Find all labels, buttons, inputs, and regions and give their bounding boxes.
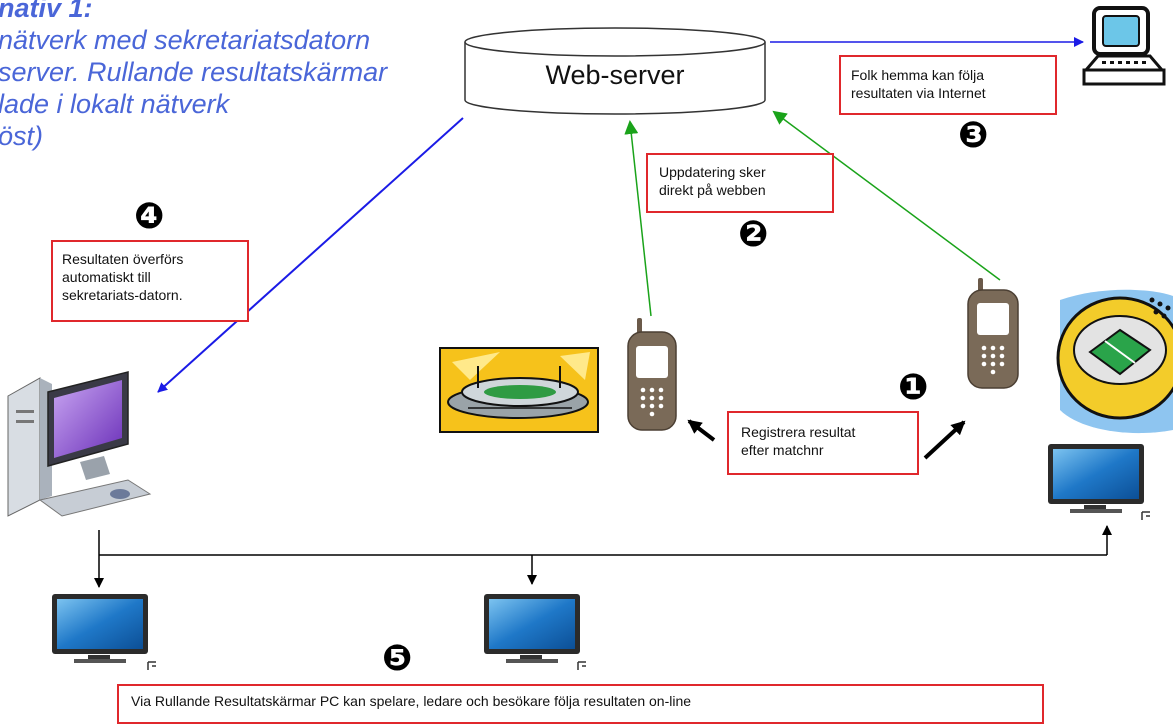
stadium-icon-right: [1056, 289, 1173, 434]
monitor-icon-right: [1048, 444, 1150, 520]
step-2-badge: ❷: [738, 213, 769, 254]
step-3-badge: ❸: [958, 114, 989, 155]
note-register-result: Registrera resultat efter matchnr: [727, 411, 919, 475]
monitor-icon-left: [52, 594, 156, 670]
note-web-update: Uppdatering sker direkt på webben: [646, 153, 834, 213]
step-4-badge: ❹: [134, 195, 165, 236]
heading-line: lade i lokalt nätverk: [0, 89, 230, 119]
note-line: Uppdatering sker: [659, 164, 766, 180]
heading-line: server. Rullande resultatskärmar: [0, 57, 388, 87]
heading-line: nativ 1:: [0, 0, 93, 23]
local-network-bus: [94, 525, 1112, 588]
register-to-right-phone-arrow: [923, 420, 966, 460]
note-line: Folk hemma kan följa: [851, 67, 985, 83]
note-line: Via Rullande Resultatskärmar PC kan spel…: [131, 693, 692, 709]
note-result-screens: Via Rullande Resultatskärmar PC kan spel…: [117, 684, 1044, 724]
stadium-icon-left: [439, 347, 599, 433]
alternative-heading: nativ 1: nätverk med sekretariatsdatorn …: [0, 0, 387, 152]
web-server-label: Web-server: [545, 60, 685, 90]
mobile-phone-icon-left: [627, 318, 677, 431]
heading-line: nätverk med sekretariatsdatorn: [0, 25, 371, 55]
mobile-phone-icon-right: [967, 278, 1019, 389]
server-to-secretariat-arrow: [157, 117, 464, 393]
monitor-icon-middle: [484, 594, 586, 670]
note-line: resultaten via Internet: [851, 85, 986, 101]
step-5-badge: ❺: [382, 637, 413, 678]
web-server-icon: [464, 27, 766, 115]
note-home-internet: Folk hemma kan följa resultaten via Inte…: [839, 55, 1057, 115]
home-computer-icon: [1082, 6, 1166, 86]
secretariat-pc-icon: [7, 371, 152, 517]
note-line: Resultaten överförs: [62, 251, 184, 267]
step-1-badge: ❶: [898, 366, 929, 407]
note-line: Registrera resultat: [741, 424, 856, 440]
register-to-left-phone-arrow: [687, 419, 716, 442]
phone-right-to-server-arrow: [772, 110, 1001, 281]
note-line: efter matchnr: [741, 442, 824, 458]
heading-line: öst): [0, 121, 44, 151]
note-auto-transfer: Resultaten överförs automatiskt till sek…: [51, 240, 249, 322]
phone-left-to-server-arrow: [624, 120, 652, 317]
note-line: direkt på webben: [659, 182, 766, 198]
note-line: automatiskt till: [62, 269, 151, 285]
note-line: sekretariats-datorn.: [62, 287, 183, 303]
